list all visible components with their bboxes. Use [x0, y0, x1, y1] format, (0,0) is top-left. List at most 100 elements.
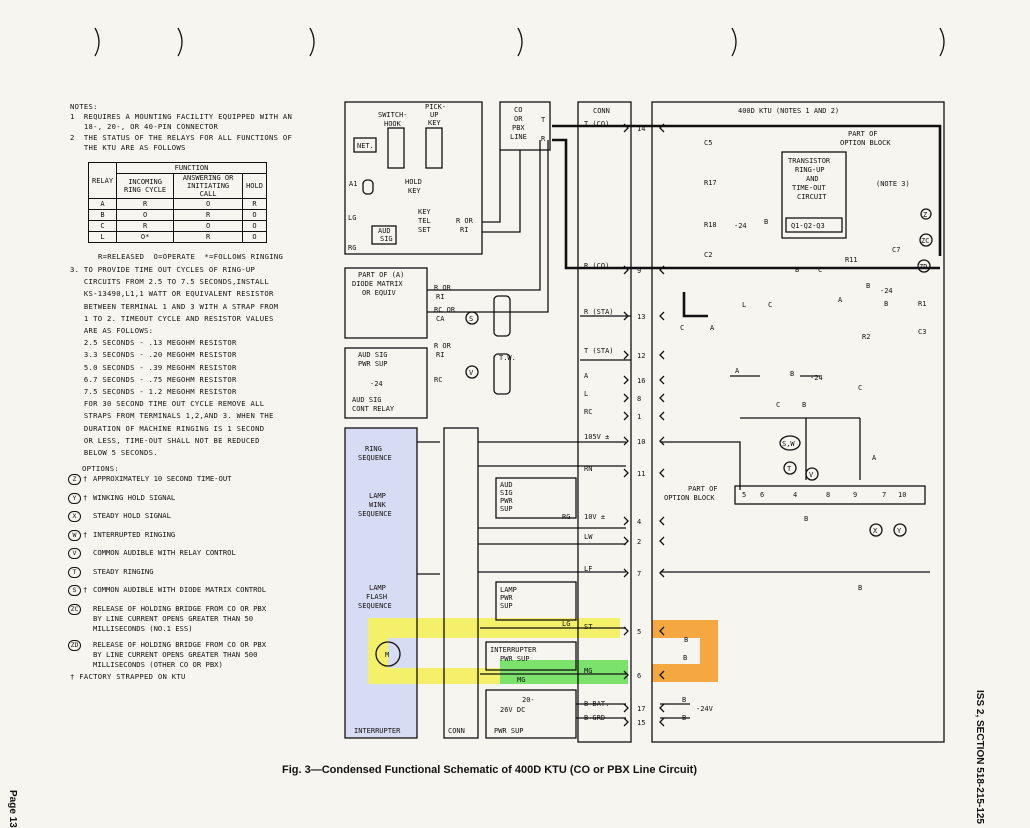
note-2-line-1: 2 THE STATUS OF THE RELAYS FOR ALL FUNCT…: [70, 132, 293, 142]
lead-label: MG: [584, 667, 592, 675]
svg-text:20-: 20-: [522, 696, 535, 704]
ktu-title: 400D KTU (NOTES 1 AND 2): [738, 107, 839, 115]
svg-text:OPTION BLOCK: OPTION BLOCK: [840, 139, 891, 147]
svg-text:KEY: KEY: [418, 208, 431, 216]
connector-arrow-icon: [623, 703, 629, 713]
option-text: APPROXIMATELY 10 SECOND TIME-OUT: [93, 474, 232, 483]
svg-text:X: X: [873, 527, 878, 535]
lead-label: 105V ±: [584, 433, 609, 441]
svg-text:-24: -24: [880, 287, 893, 295]
pin-number: 14: [637, 125, 645, 133]
svg-text:A: A: [710, 324, 715, 332]
svg-text:B: B: [802, 401, 806, 409]
factory-note: † FACTORY STRAPPED ON KTU: [70, 672, 186, 681]
table-header-answering: ANSWERING OR INITIATING CALL: [173, 173, 244, 199]
svg-text:WINK: WINK: [369, 501, 387, 509]
svg-text:A: A: [838, 296, 843, 304]
connector-arrow-icon: [659, 670, 665, 680]
connector-arrow-icon: [623, 436, 629, 446]
svg-text:AND: AND: [806, 175, 819, 183]
conn-column: CONN: [577, 101, 632, 743]
svg-text:CIRCUIT: CIRCUIT: [797, 193, 827, 201]
svg-text:-24: -24: [370, 380, 383, 388]
option-item: Z†APPROXIMATELY 10 SECOND TIME-OUT: [68, 474, 231, 485]
svg-text:RING-UP: RING-UP: [795, 166, 825, 174]
option-dagger: †: [83, 492, 88, 502]
notes-heading: NOTES:: [70, 102, 98, 111]
option-symbol-icon: Y: [68, 492, 81, 504]
svg-text:RI: RI: [460, 226, 468, 234]
svg-text:SEQUENCE: SEQUENCE: [358, 602, 392, 610]
svg-text:LAMP: LAMP: [500, 586, 517, 594]
svg-text:M: M: [385, 651, 389, 659]
connector-arrow-icon: [659, 393, 665, 403]
connector-arrow-icon: [659, 411, 665, 421]
svg-text:Q1-Q2-Q3: Q1-Q2-Q3: [791, 222, 825, 230]
connector-arrow-icon: [623, 468, 629, 478]
svg-text:V: V: [809, 471, 814, 479]
svg-text:INTERRUPTER: INTERRUPTER: [354, 727, 401, 735]
svg-text:CONT RELAY: CONT RELAY: [352, 405, 395, 413]
lead-label: R (STA): [584, 308, 614, 316]
svg-text:CONN: CONN: [448, 727, 465, 735]
svg-text:6: 6: [760, 491, 764, 499]
lead-label: RN: [584, 465, 592, 473]
svg-text:L: L: [742, 301, 746, 309]
option-symbol-icon: V: [68, 548, 81, 559]
svg-text:SUP: SUP: [500, 602, 513, 610]
connector-arrow-icon: [659, 468, 665, 478]
option-symbol-icon: W: [68, 529, 81, 541]
connector-arrow-icon: [623, 393, 629, 403]
pin-number: 12: [637, 352, 645, 360]
options-heading: OPTIONS:: [82, 464, 120, 473]
svg-text:R2: R2: [862, 333, 870, 341]
section-label: ISS 2, SECTION 518-215-125: [974, 690, 985, 824]
svg-text:T.W.: T.W.: [499, 354, 516, 362]
svg-text:SEQUENCE: SEQUENCE: [358, 454, 392, 462]
svg-text:OR: OR: [514, 115, 523, 123]
table-key: R=RELEASED O=OPERATE *=FOLLOWS RINGING: [98, 252, 284, 261]
svg-text:PWR SUP: PWR SUP: [494, 727, 524, 735]
svg-text:SUP: SUP: [500, 505, 513, 513]
svg-text:TIME-OUT: TIME-OUT: [792, 184, 827, 192]
option-item: W†INTERRUPTED RINGING: [68, 529, 175, 541]
svg-text:4: 4: [793, 491, 797, 499]
interrupter-shade: [345, 428, 417, 738]
connector-arrow-icon: [659, 350, 665, 360]
svg-text:KEY: KEY: [428, 119, 441, 127]
svg-text:HOOK: HOOK: [384, 120, 402, 128]
svg-text:5: 5: [742, 491, 746, 499]
svg-text:-24: -24: [810, 374, 823, 382]
svg-text:R18: R18: [704, 221, 717, 229]
connector-arrow-icon: [623, 350, 629, 360]
table-cell: L: [87, 231, 118, 243]
svg-text:PWR: PWR: [500, 594, 513, 602]
svg-text:PICK-: PICK-: [425, 103, 446, 111]
svg-text:ZD: ZD: [919, 263, 927, 271]
svg-text:SWITCH-: SWITCH-: [378, 111, 408, 119]
svg-text:LG: LG: [562, 620, 570, 628]
svg-text:B: B: [884, 300, 888, 308]
svg-text:TRANSISTOR: TRANSISTOR: [788, 157, 831, 165]
svg-text:RING: RING: [365, 445, 382, 453]
svg-text:R OR: R OR: [434, 342, 452, 350]
svg-text:INTERRUPTER: INTERRUPTER: [490, 646, 537, 654]
svg-text:CO: CO: [514, 106, 522, 114]
lead-label: T (STA): [584, 347, 614, 355]
option-dagger: †: [83, 529, 88, 539]
option-item: ZC RELEASE OF HOLDING BRIDGE FROM CO OR …: [68, 603, 266, 634]
option-symbol-icon: S: [68, 585, 81, 596]
lead-label: LW: [584, 533, 593, 541]
svg-text:C: C: [818, 266, 822, 274]
lead-label: A: [584, 372, 589, 380]
svg-text:RC OR: RC OR: [434, 306, 456, 314]
connector-arrow-icon: [623, 717, 629, 727]
wiring: [417, 125, 930, 719]
table-header-relay: RELAY: [87, 162, 118, 199]
connector-arrow-icon: [623, 516, 629, 526]
pin-number: 5: [637, 628, 641, 636]
svg-text:26V DC: 26V DC: [500, 706, 525, 714]
svg-text:SEQUENCE: SEQUENCE: [358, 510, 392, 518]
